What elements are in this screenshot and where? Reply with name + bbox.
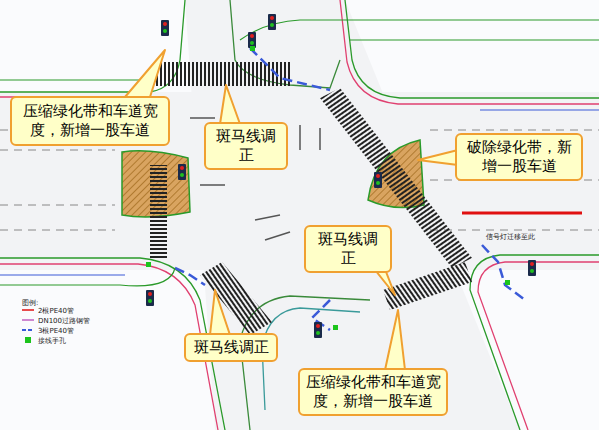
legend-text: DN100过路钢管 xyxy=(38,316,90,326)
callout-text: 斑马线调正 xyxy=(206,124,286,168)
legend-text: 接线手孔 xyxy=(38,336,66,346)
callout-box: 斑马线调正 xyxy=(204,122,288,170)
map-label: 图例: xyxy=(22,298,38,308)
callout-box: 斑马线调正 xyxy=(304,225,392,273)
callout-box: 破除绿化带，新增一股车道 xyxy=(455,133,583,181)
legend-text: 3根PE40管 xyxy=(38,326,74,336)
map-label: 信号灯迁移至此 xyxy=(486,232,535,242)
callout-box: 压缩绿化带和车道宽度，新增一股车道 xyxy=(298,368,448,416)
callout-text: 破除绿化带，新增一股车道 xyxy=(457,135,581,179)
callout-text: 斑马线调正 xyxy=(306,227,390,271)
legend-swatch xyxy=(25,337,31,343)
callout-text: 压缩绿化带和车道宽度，新增一股车道 xyxy=(300,370,446,414)
callout-box: 斑马线调正 xyxy=(184,333,278,362)
callout-text: 压缩绿化带和车道宽度，新增一股车道 xyxy=(12,99,168,143)
callout-text: 斑马线调正 xyxy=(189,335,274,360)
callout-box: 压缩绿化带和车道宽度，新增一股车道 xyxy=(10,96,170,146)
legend-text: 2根PE40管 xyxy=(38,306,74,316)
